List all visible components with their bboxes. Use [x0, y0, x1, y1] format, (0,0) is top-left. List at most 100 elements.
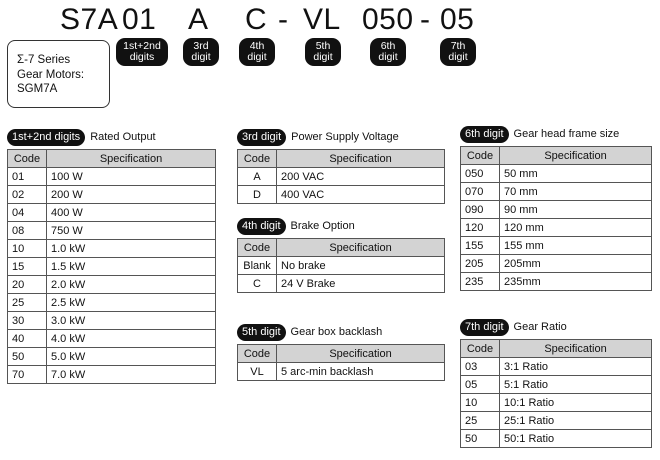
- spec-header: Specification: [46, 149, 216, 168]
- spec-header: Specification: [499, 339, 652, 358]
- frame-size-section: 6th digit Gear head frame size Code Spec…: [460, 125, 652, 291]
- gear-ratio-section: 7th digit Gear Ratio Code Specification …: [460, 318, 652, 448]
- spec-cell: 50:1 Ratio: [499, 429, 652, 448]
- code-cell: 50: [460, 429, 500, 448]
- code-cell: 05: [460, 375, 500, 394]
- spec-cell: 10:1 Ratio: [499, 393, 652, 412]
- spec-cell: 120 mm: [499, 218, 652, 237]
- spec-cell: 7.0 kW: [46, 365, 216, 384]
- spec-cell: 2.0 kW: [46, 275, 216, 294]
- code-cell: 08: [7, 221, 47, 240]
- code-cell: 01: [7, 167, 47, 186]
- backlash-title: Gear box backlash: [290, 326, 383, 338]
- spec-header: Specification: [276, 344, 445, 363]
- power-supply-title: Power Supply Voltage: [291, 131, 399, 143]
- brake-option-section: 4th digit Brake Option Code Specificatio…: [237, 217, 445, 293]
- spec-cell: 100 W: [46, 167, 216, 186]
- backlash-pill: 5th digit: [237, 323, 286, 341]
- code-cell: VL: [237, 362, 277, 381]
- code-cell: 50: [7, 347, 47, 366]
- brake-option-title: Brake Option: [290, 220, 355, 232]
- code-digit-3: A: [188, 3, 209, 36]
- code-dash-1: -: [278, 3, 289, 36]
- code-digit-6: 050: [362, 3, 414, 36]
- code-header: Code: [460, 146, 500, 165]
- code-cell: 25: [7, 293, 47, 312]
- code-cell: 03: [460, 357, 500, 376]
- spec-cell: 4.0 kW: [46, 329, 216, 348]
- code-header: Code: [237, 344, 277, 363]
- code-cell: 20: [7, 275, 47, 294]
- code-cell: 70: [7, 365, 47, 384]
- series-info-box: Σ-7 Series Gear Motors: SGM7A: [7, 40, 110, 108]
- spec-cell: 400 VAC: [276, 185, 445, 204]
- spec-cell: 5.0 kW: [46, 347, 216, 366]
- spec-cell: 25:1 Ratio: [499, 411, 652, 430]
- rated-output-section: 1st+2nd digits Rated Output Code Specifi…: [7, 128, 216, 384]
- code-header: Code: [237, 149, 277, 168]
- code-cell: 235: [460, 272, 500, 291]
- digit-label-1-2: 1st+2nd digits: [116, 38, 168, 66]
- gear-ratio-title: Gear Ratio: [513, 321, 567, 333]
- spec-cell: 205mm: [499, 254, 652, 273]
- code-header: Code: [7, 149, 47, 168]
- code-header: Code: [237, 238, 277, 257]
- code-cell: 02: [7, 185, 47, 204]
- digit-label-3: 3rd digit: [183, 38, 219, 66]
- spec-cell: 200 W: [46, 185, 216, 204]
- spec-cell: 5 arc-min backlash: [276, 362, 445, 381]
- spec-cell: 90 mm: [499, 200, 652, 219]
- code-cell: A: [237, 167, 277, 186]
- spec-cell: 50 mm: [499, 164, 652, 183]
- frame-size-pill: 6th digit: [460, 125, 509, 143]
- spec-cell: 3.0 kW: [46, 311, 216, 330]
- code-header: Code: [460, 339, 500, 358]
- code-digit-5: VL: [303, 3, 341, 36]
- code-cell: 40: [7, 329, 47, 348]
- digit-label-6: 6th digit: [370, 38, 406, 66]
- code-cell: 090: [460, 200, 500, 219]
- code-cell: 30: [7, 311, 47, 330]
- spec-header: Specification: [276, 238, 445, 257]
- digit-label-4: 4th digit: [239, 38, 275, 66]
- code-cell: 120: [460, 218, 500, 237]
- spec-cell: 3:1 Ratio: [499, 357, 652, 376]
- code-cell: Blank: [237, 256, 277, 275]
- spec-header: Specification: [276, 149, 445, 168]
- spec-cell: 1.5 kW: [46, 257, 216, 276]
- code-cell: 10: [7, 239, 47, 258]
- frame-size-title: Gear head frame size: [513, 128, 620, 140]
- spec-cell: 155 mm: [499, 236, 652, 255]
- code-cell: 205: [460, 254, 500, 273]
- code-cell: 10: [460, 393, 500, 412]
- code-digit-4: C: [245, 3, 268, 36]
- series-line-3: SGM7A: [17, 83, 58, 95]
- spec-cell: 2.5 kW: [46, 293, 216, 312]
- digit-label-5: 5th digit: [305, 38, 341, 66]
